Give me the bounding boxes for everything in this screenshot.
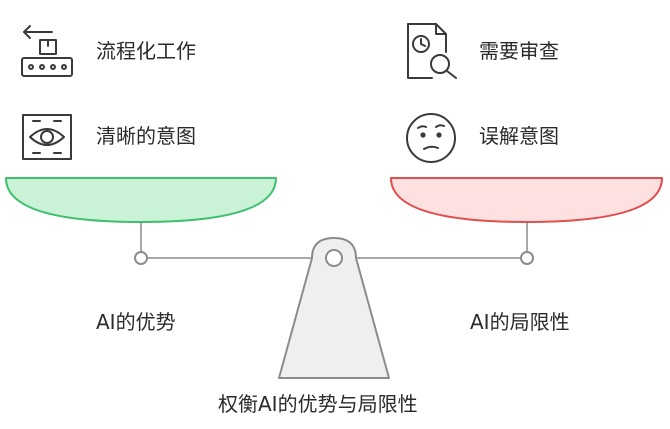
left-item-label-2: 清晰的意图 [96, 124, 196, 148]
left-caption: AI的优势 [96, 310, 176, 334]
right-knob [520, 251, 534, 265]
document-clock-search-icon [402, 22, 460, 80]
right-caption: AI的局限性 [470, 310, 570, 334]
eye-icon [18, 107, 76, 165]
fulcrum [278, 237, 390, 379]
conveyor-box-icon [18, 22, 76, 80]
right-pan [390, 177, 663, 223]
diagram-title: 权衡AI的优势与局限性 [218, 392, 418, 416]
left-pan [5, 177, 277, 223]
left-knob [134, 251, 148, 265]
right-item-label-2: 误解意图 [479, 124, 559, 148]
fulcrum-pivot [325, 249, 343, 267]
right-item-label-1: 需要审查 [479, 39, 559, 63]
left-item-label-1: 流程化工作 [96, 39, 196, 63]
confused-face-icon [402, 107, 460, 165]
